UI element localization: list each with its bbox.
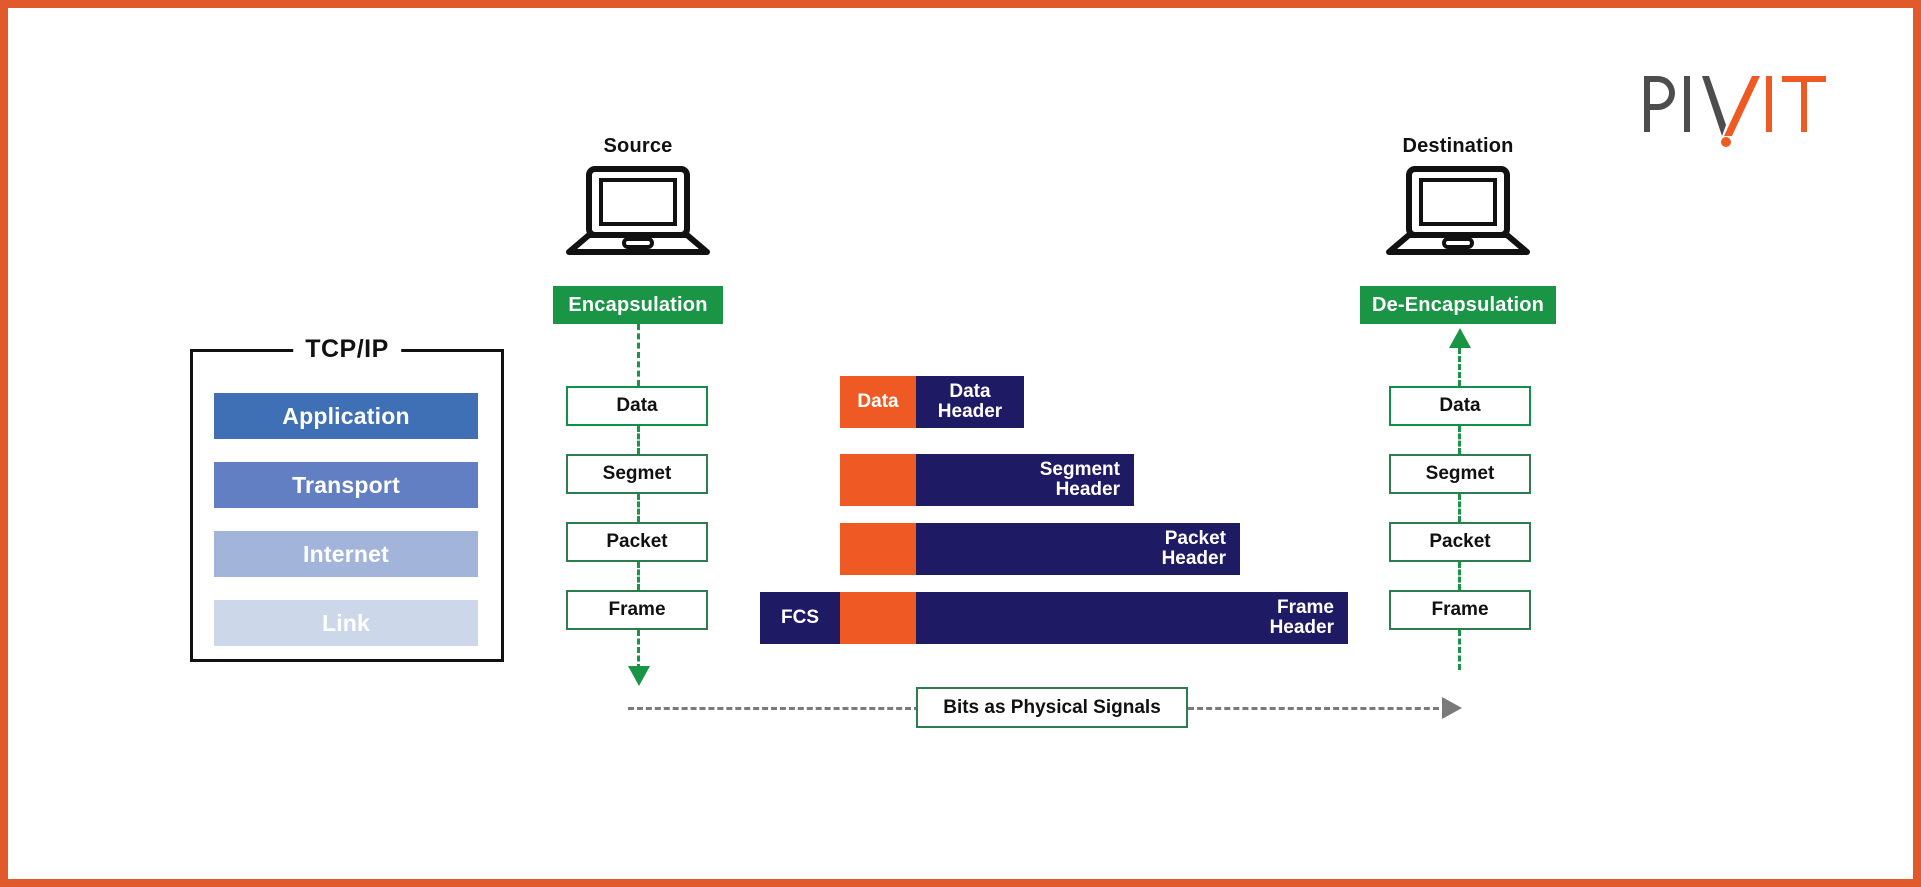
bar-segment-payload bbox=[840, 454, 916, 506]
destination-pdu-frame: Frame bbox=[1389, 590, 1531, 630]
bar-frame-fcs-label: FCS bbox=[781, 607, 819, 629]
destination-connector-2 bbox=[1458, 426, 1461, 454]
destination-pdu-segment-label: Segmet bbox=[1425, 463, 1495, 484]
encapsulation-bar-frame: FCS Frame Header bbox=[760, 592, 1348, 644]
bar-segment-header: Segment Header bbox=[916, 454, 1134, 506]
destination-connector-3 bbox=[1458, 494, 1461, 522]
tcpip-title: TCP/IP bbox=[293, 335, 401, 364]
destination-title: Destination bbox=[1402, 135, 1514, 157]
source-pdu-packet: Packet bbox=[566, 522, 708, 562]
pivit-logo bbox=[1640, 70, 1830, 148]
destination-pdu-data-label: Data bbox=[1439, 395, 1481, 416]
tcpip-stack: TCP/IP Application Transport Internet Li… bbox=[190, 335, 504, 662]
bar-frame-payload bbox=[840, 592, 916, 644]
transmission-label-box: Bits as Physical Signals bbox=[916, 687, 1188, 728]
destination-flow-arrow bbox=[1449, 328, 1471, 348]
bar-segment-header-label: Segment Header bbox=[1039, 459, 1120, 500]
bar-data-payload-label: Data bbox=[857, 391, 899, 413]
destination-pdu-packet-label: Packet bbox=[1429, 531, 1491, 552]
bar-data-header-label: Data Header bbox=[937, 381, 1003, 422]
destination-pdu-segment: Segmet bbox=[1389, 454, 1531, 494]
encapsulation-label: Encapsulation bbox=[553, 286, 723, 324]
source-pdu-segment-label: Segmet bbox=[602, 463, 672, 484]
transmission-line-right bbox=[1188, 707, 1448, 710]
source-connector-1 bbox=[637, 324, 640, 386]
bar-frame-header-label: Frame Header bbox=[1269, 597, 1334, 638]
bar-frame-header: Frame Header bbox=[916, 592, 1348, 644]
tcpip-layer-application-label: Application bbox=[282, 402, 410, 429]
tcpip-layer-application: Application bbox=[214, 393, 478, 439]
transmission-arrow bbox=[1442, 697, 1462, 719]
source-pdu-data-label: Data bbox=[616, 395, 658, 416]
encapsulation-bar-packet: Packet Header bbox=[840, 523, 1240, 575]
source-connector-3 bbox=[637, 494, 640, 522]
source-pdu-packet-label: Packet bbox=[606, 531, 668, 552]
source-flow-arrow bbox=[628, 666, 650, 686]
source-title: Source bbox=[603, 135, 673, 157]
destination-pdu-data: Data bbox=[1389, 386, 1531, 426]
source-pdu-segment: Segmet bbox=[566, 454, 708, 494]
source-pdu-frame: Frame bbox=[566, 590, 708, 630]
bar-frame-fcs: FCS bbox=[760, 592, 840, 644]
encapsulation-bar-data: Data Data Header bbox=[840, 376, 1024, 428]
source-connector-4 bbox=[637, 562, 640, 590]
transmission-line-left bbox=[628, 707, 920, 710]
tcpip-layer-internet-label: Internet bbox=[303, 540, 389, 567]
de-encapsulation-label: De-Encapsulation bbox=[1360, 286, 1556, 324]
destination-pdu-frame-label: Frame bbox=[1431, 599, 1489, 620]
pivit-logo-svg bbox=[1644, 76, 1826, 147]
source-pdu-frame-label: Frame bbox=[608, 599, 666, 620]
source-laptop-icon bbox=[563, 166, 713, 258]
diagram-canvas: TCP/IP Application Transport Internet Li… bbox=[8, 8, 1913, 879]
destination-pdu-packet: Packet bbox=[1389, 522, 1531, 562]
tcpip-layer-transport-label: Transport bbox=[292, 471, 400, 498]
tcpip-layer-internet: Internet bbox=[214, 531, 478, 577]
encapsulation-bar-segment: Segment Header bbox=[840, 454, 1134, 506]
source-connector-5 bbox=[637, 630, 640, 670]
bar-data-header: Data Header bbox=[916, 376, 1024, 428]
destination-connector-4 bbox=[1458, 562, 1461, 590]
bar-data-payload: Data bbox=[840, 376, 916, 428]
source-pdu-data: Data bbox=[566, 386, 708, 426]
destination-laptop-icon bbox=[1383, 166, 1533, 258]
destination-connector-5 bbox=[1458, 630, 1461, 670]
bar-packet-header: Packet Header bbox=[916, 523, 1240, 575]
bar-packet-payload bbox=[840, 523, 916, 575]
tcpip-layer-transport: Transport bbox=[214, 462, 478, 508]
transmission-label: Bits as Physical Signals bbox=[943, 696, 1161, 718]
source-connector-2 bbox=[637, 426, 640, 454]
tcpip-layer-link-label: Link bbox=[321, 609, 371, 636]
destination-connector-1 bbox=[1458, 348, 1461, 386]
bar-packet-header-label: Packet Header bbox=[1161, 528, 1226, 569]
tcpip-layer-link: Link bbox=[214, 600, 478, 646]
